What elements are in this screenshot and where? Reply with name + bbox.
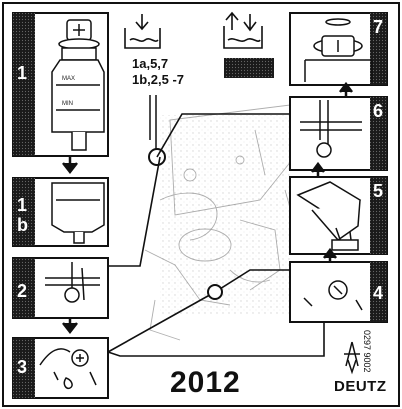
tank-max-mark: MAX: [62, 76, 75, 82]
interval-dark-box: [224, 58, 274, 78]
step-6-number: 6: [373, 102, 383, 120]
tank-min-mark: MIN: [62, 101, 73, 107]
step-3-number: 3: [17, 358, 27, 376]
step-1-number: 1: [17, 64, 27, 82]
step-4-number: 4: [373, 284, 383, 302]
year-label: 2012: [170, 366, 241, 400]
step-7-number: 7: [373, 18, 383, 36]
interval-line-1: 1a,5,7: [132, 57, 168, 70]
step-5-number: 5: [373, 182, 383, 200]
engine-plug-marker: [208, 285, 222, 299]
step-2-number: 2: [17, 282, 27, 300]
step-1b-number: 1 b: [17, 196, 31, 236]
interval-line-2: 1b,2,5 -7: [132, 73, 184, 86]
brand-label: DEUTZ: [334, 378, 387, 395]
step-1-tab: [13, 13, 35, 156]
document-number: 0297 9002: [362, 330, 372, 373]
